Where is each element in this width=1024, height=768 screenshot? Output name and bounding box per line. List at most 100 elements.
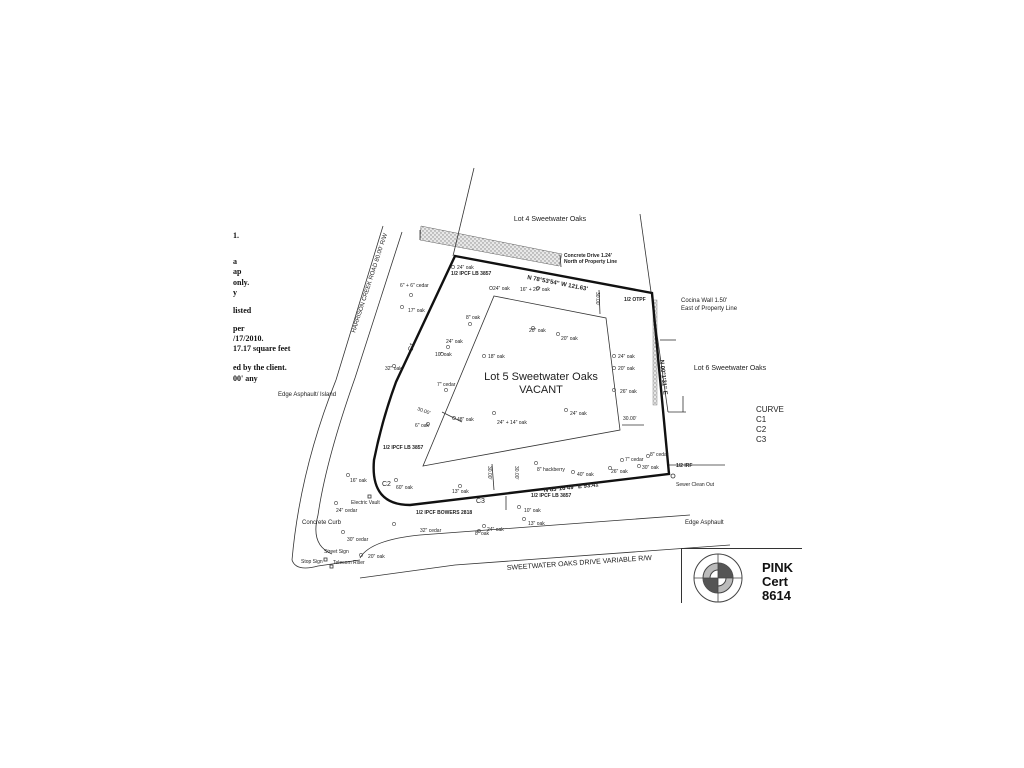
setback-ticks xyxy=(441,289,644,510)
tree-label: 30" oak xyxy=(642,465,659,471)
left-note-7: per xyxy=(233,324,245,333)
tree-label: 8" cedar xyxy=(650,452,669,458)
tree-label: 32" oak xyxy=(385,366,402,372)
concrete-drive-note-2: North of Property Line xyxy=(564,259,617,265)
curve-label-c2: C2 xyxy=(382,481,391,488)
tree-label: 26" oak xyxy=(620,389,637,395)
building-setback xyxy=(422,295,621,467)
tree-label: 20" oak xyxy=(618,366,635,372)
title-block-line2: Cert xyxy=(762,574,789,589)
curve-table-row: C3 xyxy=(756,435,767,444)
monument-s: 1/2 IPCF LB 3857 xyxy=(531,493,572,499)
edge-asphalt-island: Edge Asphault/ Island xyxy=(278,392,336,398)
stop-sign: Stop Sign xyxy=(301,559,323,565)
telecom-riser: Telecom Riser xyxy=(333,560,365,566)
tree-label: 24" oak xyxy=(493,286,510,292)
monument-bowers: 1/2 IPCF BOWERS 2818 xyxy=(416,510,472,516)
tree-label: 20" oak xyxy=(368,554,385,560)
title-block-line1: PINK xyxy=(762,560,794,575)
tree-label: 40" oak xyxy=(577,472,594,478)
tree-label: 24" oak xyxy=(570,411,587,417)
utility-markers xyxy=(323,473,676,569)
south-road-label: SWEETWATER OAKS DRIVE VARIABLE R/W xyxy=(507,555,653,572)
left-note-6: listed xyxy=(233,306,252,315)
monument-ne: 1/2 OTPF xyxy=(624,297,646,303)
east-bearing: N 00°1'31" E xyxy=(658,360,668,395)
tree-label: 18" oak xyxy=(488,354,505,360)
left-note-4: only. xyxy=(233,278,250,287)
sewer-cleanout: Sewer Clean Out xyxy=(676,482,715,488)
edge-asphalt: Edge Asphault xyxy=(685,520,724,526)
tree-label: 20" oak xyxy=(561,336,578,342)
left-note-11: 00' any xyxy=(233,374,258,383)
tree-label: 17" oak xyxy=(408,308,425,314)
tree-label: 8" hackberry xyxy=(537,467,565,473)
tree-label: 16" + 20" oak xyxy=(520,287,550,293)
monument-se: 1/2 IRF xyxy=(676,463,692,469)
monument-sw: 1/2 IPCF LB 3857 xyxy=(383,445,424,451)
left-note-10: ed by the client. xyxy=(233,363,287,372)
lot-title: Lot 5 Sweetwater Oaks xyxy=(484,371,598,383)
title-block-line3: 8614 xyxy=(762,588,791,603)
surveyor-logo xyxy=(693,553,743,603)
electric-vault: Electric Vault xyxy=(351,500,380,506)
tree-label: 24" cedar xyxy=(336,508,358,514)
tree-label: 24" oak xyxy=(487,527,504,533)
tree-label: 7" cedar xyxy=(437,382,456,388)
tree-label: 60" oak xyxy=(396,485,413,491)
tree-label: 6" + 6" cedar xyxy=(400,283,429,289)
tree-label: 26" oak xyxy=(611,469,628,475)
tree-label: 24" oak xyxy=(618,354,635,360)
tree-label: 32" cedar xyxy=(420,528,442,534)
left-note-3: ap xyxy=(233,267,242,276)
tree-labels: 24" oak 6" + 6" cedar 17" oak 32" oak 24… xyxy=(336,265,669,560)
concrete-drive-hatch xyxy=(419,225,563,267)
tree-label: 13" oak xyxy=(452,489,469,495)
setback-east: 30.00' xyxy=(623,416,637,422)
setback-south-a: 30.00' xyxy=(486,466,492,480)
left-note-9: 17.17 square feet xyxy=(233,344,291,353)
tree-label: 48" oak xyxy=(457,417,474,423)
left-note-5: y xyxy=(233,288,237,297)
tree-label: 20" oak xyxy=(529,328,546,334)
left-note-8: /17/2010. xyxy=(233,334,264,343)
tree-label: 24" oak xyxy=(446,339,463,345)
concrete-curb: Concrete Curb xyxy=(302,520,342,526)
tree-label: 16" oak xyxy=(350,478,367,484)
tree-label: 8" oak xyxy=(466,315,481,321)
street-sign: Street Sign xyxy=(324,549,349,555)
property-boundary xyxy=(372,254,671,507)
tree-label: 24" + 14" oak xyxy=(497,420,527,426)
tree-label: 6" oak xyxy=(415,423,430,429)
tree-label: 30" cedar xyxy=(347,537,369,543)
tree-label: 10" oak xyxy=(435,352,452,358)
south-bearing: N 83°16'49" E 93.41' xyxy=(544,482,601,494)
setback-west: 30.00' xyxy=(416,406,431,416)
concrete-drive-note: Concrete Drive 1.24' xyxy=(564,253,612,259)
title-block-text: PINK Cert 8614 xyxy=(762,561,793,603)
setback-north: 30.00' xyxy=(594,292,600,306)
left-note-2: a xyxy=(233,257,237,266)
title-block: PINK Cert 8614 xyxy=(681,548,802,603)
curve-label-c3: C3 xyxy=(476,498,485,505)
monument-nw: 1/2 IPCF LB 3857 xyxy=(451,271,492,277)
east-neighbor: Lot 6 Sweetwater Oaks xyxy=(694,365,767,372)
north-neighbor: Lot 4 Sweetwater Oaks xyxy=(514,216,587,223)
curve-table-row: C2 xyxy=(756,425,767,434)
tree-markers xyxy=(334,265,650,557)
tree-label: 24" oak xyxy=(457,265,474,271)
curve-table-row: C1 xyxy=(756,415,767,424)
lot-status: VACANT xyxy=(519,384,563,396)
tree-label: 10" oak xyxy=(524,508,541,514)
setback-south-b: 30.00' xyxy=(513,466,519,480)
tree-label: 7" cedar xyxy=(625,457,644,463)
curve-label-c1: C1 xyxy=(407,342,417,353)
curve-table-header: CURVE xyxy=(756,405,784,414)
tree-label: 13" oak xyxy=(528,521,545,527)
coquina-wall-note: Cocina Wall 1.50' xyxy=(681,298,727,304)
coquina-wall-note-2: East of Property Line xyxy=(681,306,738,312)
tree-label: 8" oak xyxy=(475,531,490,537)
curve-table: CURVE C1 C2 C3 xyxy=(756,405,784,445)
west-road-label: HARRISON CREEK ROAD 80.00' R/W xyxy=(351,232,389,333)
